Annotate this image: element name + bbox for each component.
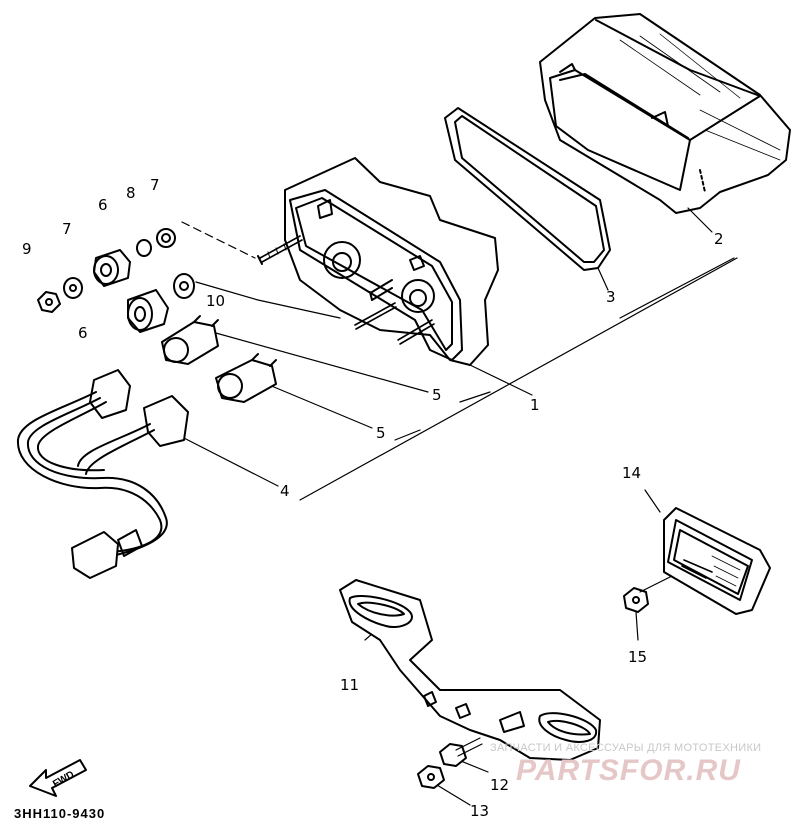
screw-and-nut bbox=[417, 737, 483, 789]
callout-labels: 1 2 3 4 5 5 6 6 7 7 8 9 10 11 12 13 14 1… bbox=[22, 176, 724, 820]
callout-10: 10 bbox=[206, 292, 225, 310]
callout-8: 8 bbox=[126, 184, 136, 202]
bulb-sockets bbox=[161, 315, 277, 403]
hardware-parts bbox=[37, 228, 195, 333]
callout-5b: 5 bbox=[376, 424, 386, 442]
callout-5a: 5 bbox=[432, 386, 442, 404]
gasket-part bbox=[444, 107, 611, 271]
callout-15: 15 bbox=[628, 648, 647, 666]
watermark-subtitle: ЗАПЧАСТИ И АКСЕССУАРЫ ДЛЯ МОТОТЕХНИКИ bbox=[490, 742, 762, 754]
reflector-part bbox=[663, 507, 771, 615]
callout-2: 2 bbox=[714, 230, 724, 248]
callout-1: 1 bbox=[530, 396, 540, 414]
callout-11: 11 bbox=[340, 676, 359, 694]
watermark-brand: PARTSFOR.RU bbox=[516, 754, 741, 787]
lens-part bbox=[539, 13, 791, 214]
callout-4: 4 bbox=[280, 482, 290, 500]
callout-7a: 7 bbox=[150, 176, 160, 194]
plate-bracket bbox=[339, 579, 601, 761]
leader-lines bbox=[179, 207, 738, 806]
callout-6a: 6 bbox=[98, 196, 108, 214]
callout-3: 3 bbox=[606, 288, 616, 306]
callout-7b: 7 bbox=[62, 220, 72, 238]
housing-part bbox=[257, 157, 499, 366]
diagram-reference-code: 3HH110-9430 bbox=[14, 806, 106, 821]
callout-13: 13 bbox=[470, 802, 489, 820]
reflector-nut bbox=[623, 587, 649, 613]
wire-harness bbox=[16, 369, 189, 579]
callout-9: 9 bbox=[22, 240, 32, 258]
callout-12: 12 bbox=[490, 776, 509, 794]
forward-arrow: FWD bbox=[29, 759, 87, 797]
callout-14: 14 bbox=[622, 464, 641, 482]
callout-6b: 6 bbox=[78, 324, 88, 342]
